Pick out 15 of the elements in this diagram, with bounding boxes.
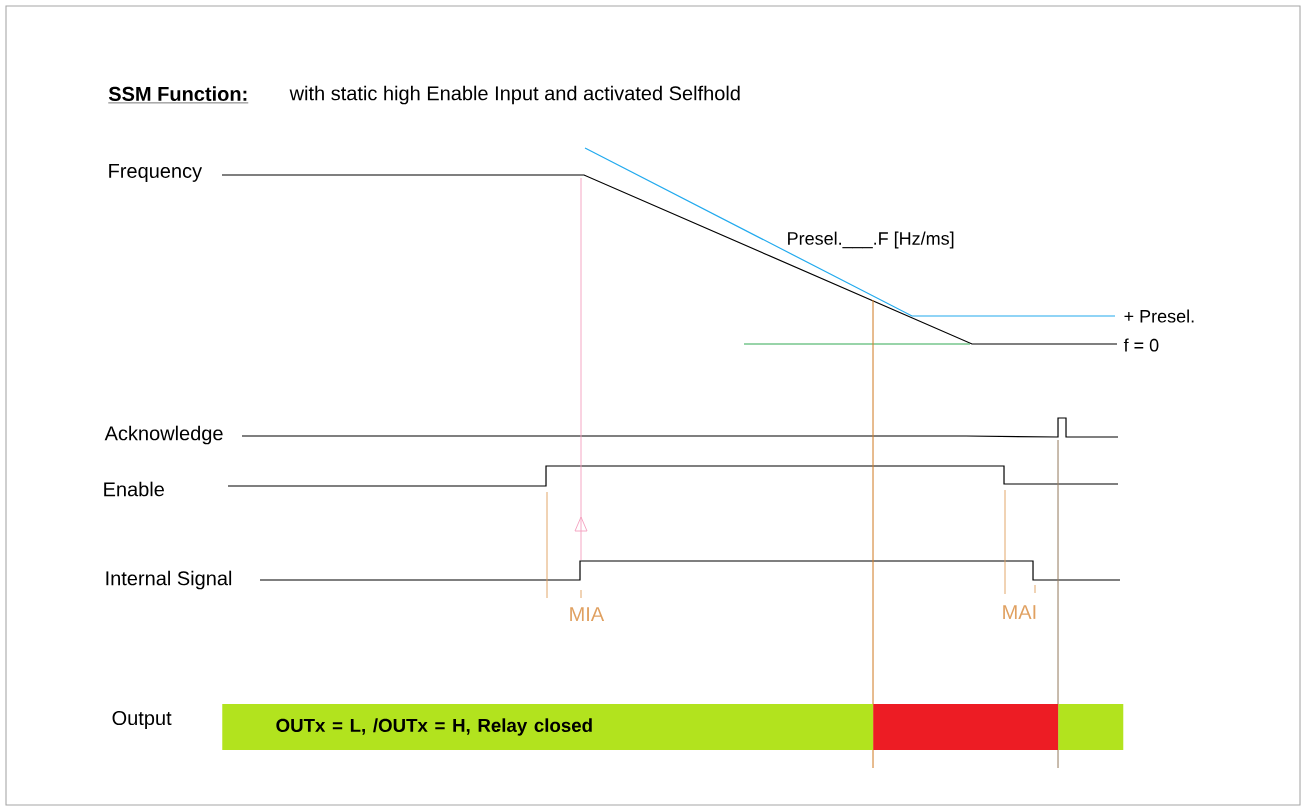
signal-label: Output xyxy=(112,710,172,730)
signal-label: Acknowledge xyxy=(104,425,223,445)
slope-label: Presel.___.F [Hz/ms] xyxy=(788,231,954,249)
signal-label: Internal Signal xyxy=(106,570,232,590)
signal-label: Frequency xyxy=(109,164,203,182)
timing-label: MIA xyxy=(570,607,605,621)
level-label: + Presel. xyxy=(1124,309,1194,323)
signal-label: Enable xyxy=(104,481,164,497)
output-bar: OUTx = L, /OUTx = H, Relay closed xyxy=(222,704,874,750)
output-bar xyxy=(873,704,1059,750)
subtitle: with static high Enable Input and activated Selfhold xyxy=(289,85,740,105)
timing-label: MAI xyxy=(1003,605,1036,619)
level-label: f = 0 xyxy=(1123,338,1159,352)
title: SSM Function: xyxy=(108,86,249,104)
output-bar xyxy=(1058,704,1124,750)
